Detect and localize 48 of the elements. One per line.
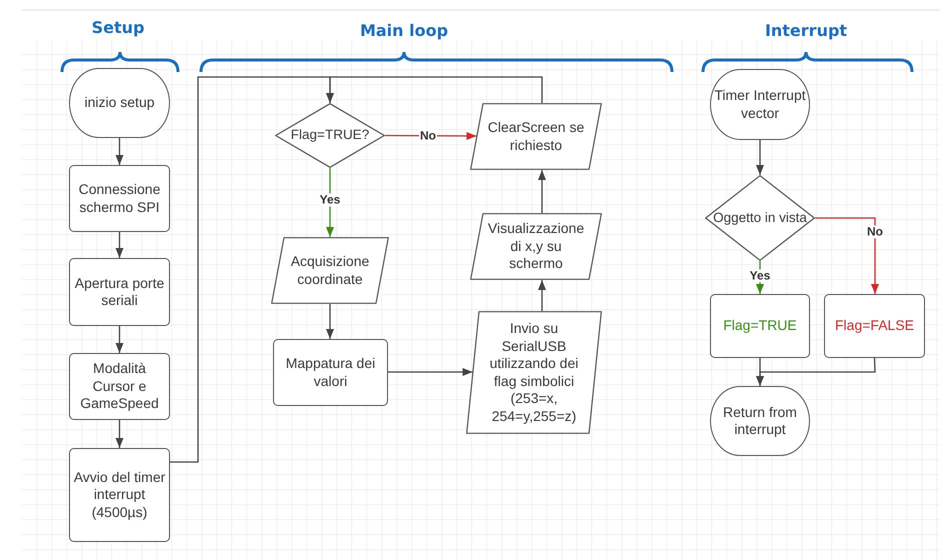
flow-arrow (388, 368, 473, 376)
node-text: Acquisizione coordinate (290, 253, 370, 288)
node-text: Apertura porte seriali (74, 274, 166, 310)
input-output-parallelogram (466, 311, 602, 434)
input-output-parallelogram (470, 103, 602, 170)
node-text: inizio setup (84, 94, 155, 112)
flow-arrow (116, 232, 124, 258)
edge-label: No (866, 225, 884, 239)
flow-arrow (538, 280, 546, 311)
flow-arrow (326, 168, 334, 237)
process-box (69, 165, 170, 232)
decision-diamond (275, 103, 385, 168)
flow-arrow (116, 420, 124, 448)
flow-arrow (326, 304, 334, 339)
section-heading: Main loop (360, 21, 448, 40)
section-heading: Setup (92, 18, 144, 37)
input-output-parallelogram (470, 213, 602, 280)
node-text: Flag=TRUE (723, 317, 797, 335)
decision-diamond (705, 175, 815, 261)
node-text: Flag=TRUE? (290, 127, 370, 144)
edge-label: Yes (748, 269, 772, 283)
process-box (69, 448, 170, 542)
edge-label: Yes (318, 193, 342, 207)
flow-arrow (756, 140, 764, 175)
flow-arrow (538, 170, 546, 213)
node-text: Visualizzazione di x,y su schermo (486, 220, 586, 273)
process-box (273, 339, 388, 406)
node-text: Timer Interrupt vector (714, 87, 806, 122)
node-text: Invio su SerialUSB utilizzando dei flag simbolici (253=x, 254=y,255=z) (488, 320, 580, 425)
flow-arrow (116, 138, 124, 165)
process-box (824, 294, 925, 358)
process-box (710, 294, 810, 358)
edge-label: No (419, 129, 437, 143)
node-text: Return from interrupt (722, 404, 798, 438)
node-text: Connessione schermo SPI (78, 181, 162, 216)
section-heading: Interrupt (764, 21, 848, 40)
node-text: Oggetto in vista (713, 210, 807, 226)
flow-arrow (815, 217, 879, 294)
flow-arrow (326, 76, 543, 103)
node-text: ClearScreen se richiesto (486, 119, 586, 154)
node-text: Mappatura dei valori (284, 355, 376, 390)
node-text: Modalità Cursor e GameSpeed (79, 360, 160, 413)
process-box (69, 258, 170, 326)
node-text: Flag=FALSE (835, 317, 914, 335)
node-text: Avvio del timer interrupt (4500µs) (73, 468, 166, 522)
process-box (69, 353, 170, 420)
flow-arrow (116, 326, 124, 353)
flow-arrow (756, 358, 876, 386)
